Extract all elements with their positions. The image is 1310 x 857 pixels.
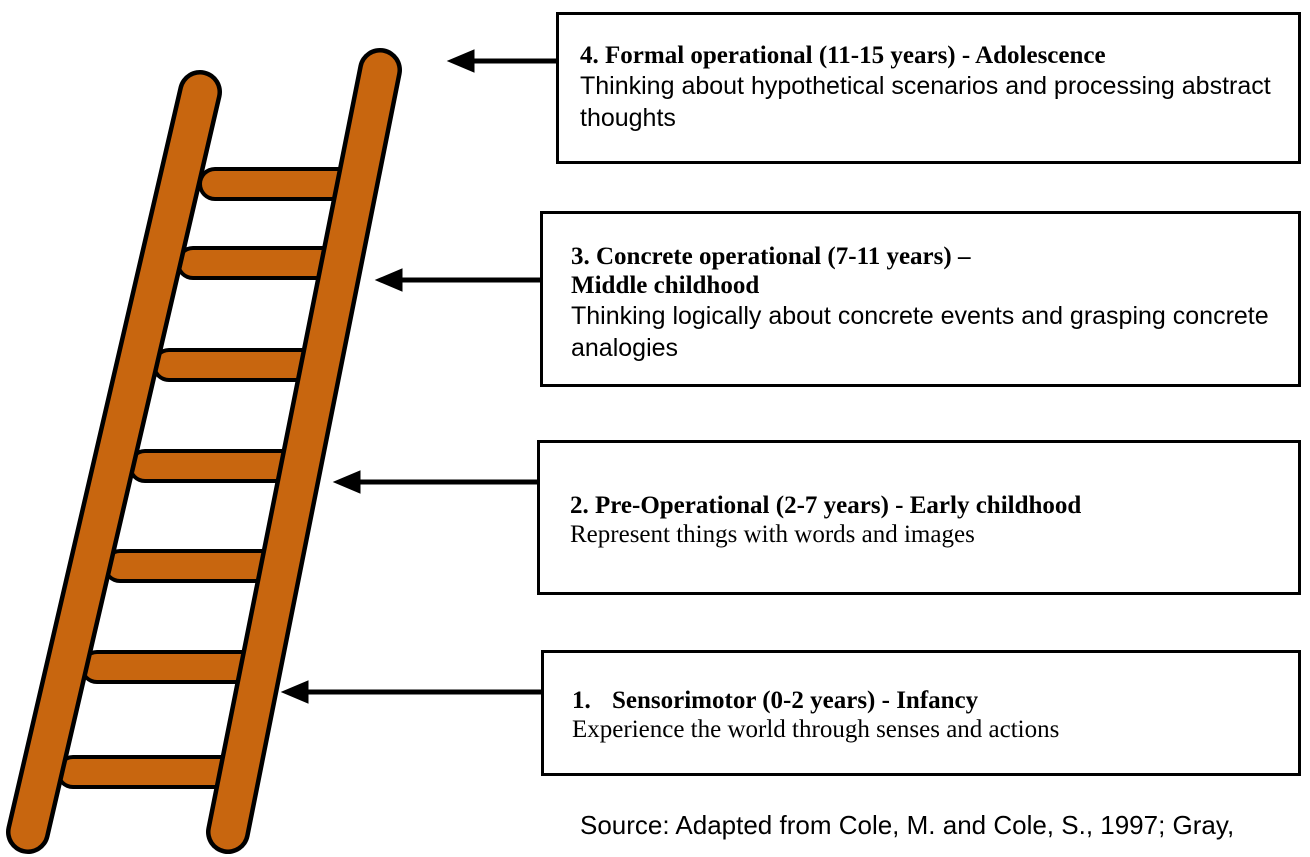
stage-title-line2: Middle childhood [571, 272, 760, 299]
stage-box-concrete-operational: 3. Concrete operational (7-11 years) – M… [540, 211, 1301, 387]
stage-box-sensorimotor: 1. Sensorimotor (0-2 years) - Infancy Exp… [541, 650, 1301, 776]
arrow-left-icon [374, 268, 540, 292]
source-citation: Source: Adapted from Cole, M. and Cole, … [580, 810, 1235, 840]
stage-title-dash: – [957, 243, 971, 270]
stage-description: Thinking logically about concrete events… [571, 302, 1269, 362]
stage-title: 4. Formal operational (11-15 years) - Ad… [580, 42, 1106, 69]
ladder-icon [6, 48, 402, 854]
stage-title: 2. Pre-Operational (2-7 years) - Early c… [570, 492, 1082, 519]
stage-title-text: Sensorimotor (0-2 years) - Infancy [612, 687, 979, 714]
stage-description: Thinking about hypothetical scenarios an… [580, 72, 1271, 132]
arrow-left-icon [332, 470, 537, 494]
stage-number: 1. [572, 687, 591, 714]
arrow-left-icon [280, 680, 541, 704]
stage-title: 3. Concrete operational (7-11 years) – [571, 242, 1284, 271]
stage-title-line1: 3. Concrete operational (7-11 years) [571, 243, 952, 270]
arrow-left-icon [446, 49, 556, 73]
stage-box-pre-operational: 2. Pre-Operational (2-7 years) - Early c… [537, 440, 1301, 595]
stage-description: Represent things with words and images [570, 521, 975, 548]
stage-title: 1. Sensorimotor (0-2 years) - Infancy [572, 686, 1284, 715]
stage-box-formal-operational: 4. Formal operational (11-15 years) - Ad… [556, 12, 1301, 164]
stage-description: Experience the world through senses and … [572, 716, 1060, 743]
